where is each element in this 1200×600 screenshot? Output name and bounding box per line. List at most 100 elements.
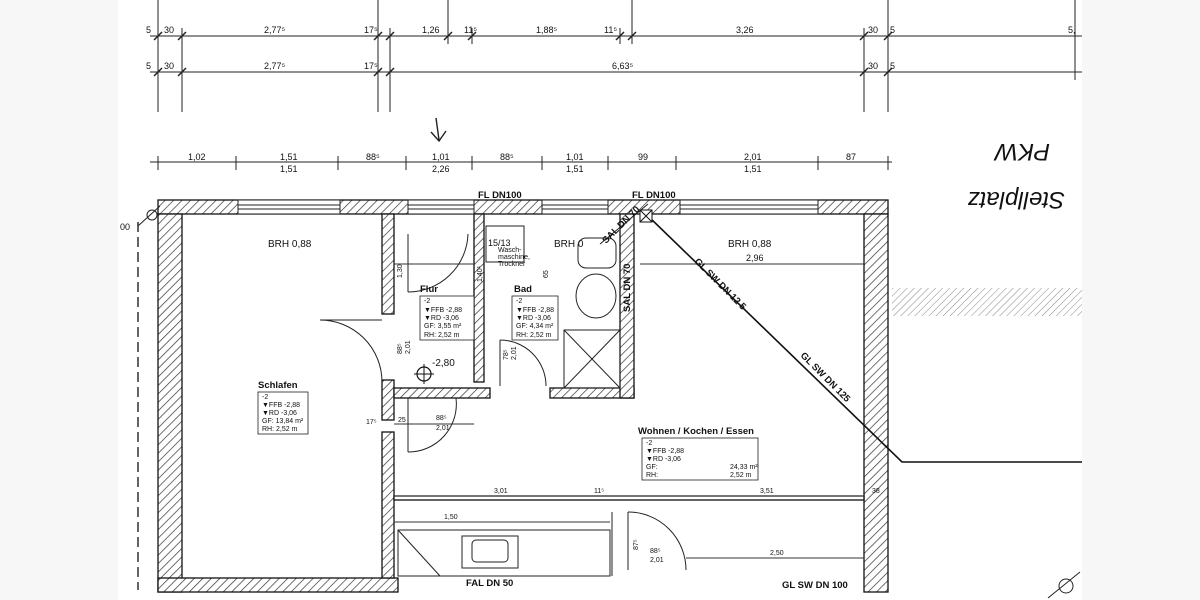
dim-r1-175: 17⁵ bbox=[364, 25, 378, 35]
dim-r1-5b: 5 bbox=[890, 25, 895, 35]
dim-r1-1885: 1,88⁵ bbox=[536, 25, 558, 35]
schlafen-line-0: -2 bbox=[262, 394, 268, 401]
diag-left bbox=[137, 205, 161, 227]
dim-250: 2,50 bbox=[770, 550, 784, 557]
dim-r3-99: 99 bbox=[638, 152, 648, 162]
label-brh-right: BRH 0,88 bbox=[728, 239, 772, 250]
bathroom-fixtures bbox=[485, 225, 621, 389]
shaft-cross bbox=[639, 209, 653, 223]
schlafen-line-4: RH: 2,52 m bbox=[262, 426, 298, 433]
dim-r2-30: 30 bbox=[164, 61, 174, 71]
dim-flur-1401: 1,40¹ bbox=[477, 265, 484, 282]
wohnen-line-0: -2 bbox=[646, 440, 652, 447]
dim-level: -2,80 bbox=[432, 358, 455, 369]
dim-r3-885: 88⁵ bbox=[366, 152, 380, 162]
wohnen-line-3: GF: bbox=[646, 464, 658, 471]
dim-r3-102: 1,02 bbox=[188, 152, 206, 162]
label-fl-dn100-b: FL DN100 bbox=[632, 190, 676, 201]
dim-r1-115b: 11⁵ bbox=[604, 25, 617, 35]
handwritten-pkw: PKW bbox=[993, 138, 1050, 165]
dim-r3-101b: 1,01 bbox=[566, 152, 584, 162]
dim-r2-5: 5 bbox=[146, 61, 151, 71]
dim-r3-101: 1,01 bbox=[432, 152, 450, 162]
bad-line-4: RH: 2,52 m bbox=[516, 332, 552, 339]
dim-875: 87⁵ bbox=[633, 539, 640, 550]
dim-bad-65: 65 bbox=[543, 270, 550, 278]
dim-8853: 88⁵ bbox=[650, 548, 661, 555]
flur-line-4: RH: 2,52 m bbox=[424, 332, 460, 339]
wohnen-line-4: RH: bbox=[646, 472, 658, 479]
room-box-wohnen: -2 ▼FFB -2,88 ▼RD -3,06 GF: RH: 24,33 m²… bbox=[641, 437, 759, 481]
door-swings bbox=[319, 233, 687, 571]
wohnen-line-1: ▼FFB -2,88 bbox=[646, 448, 684, 455]
dim-2013: 2,01 bbox=[650, 557, 664, 564]
wohnen-line-2: ▼RD -3,06 bbox=[646, 456, 681, 463]
dim-r1-5: 5 bbox=[146, 25, 151, 35]
dim-38: 38 bbox=[872, 488, 880, 495]
bad-line-1: ▼FFB -2,88 bbox=[516, 307, 554, 314]
dim-r3b-151c: 1,51 bbox=[744, 164, 762, 174]
wohnen-value-gf: 24,33 m² bbox=[730, 464, 758, 471]
pipe-marker-diag bbox=[1047, 571, 1081, 599]
dim-r3-87: 87 bbox=[846, 152, 856, 162]
room-name-wohnen: Wohnen / Kochen / Essen bbox=[638, 426, 754, 437]
label-waschmaschine: Wasch-maschine,Trockner bbox=[498, 247, 530, 268]
dim-door-201: 2,01 bbox=[405, 340, 412, 354]
dim-r2-175: 17⁵ bbox=[364, 61, 378, 71]
dim-r2-6635: 6,63⁵ bbox=[612, 61, 634, 71]
schlafen-line-3: GF: 13,84 m² bbox=[262, 418, 304, 425]
room-name-bad: Bad bbox=[514, 284, 532, 295]
flur-line-0: -2 bbox=[424, 298, 430, 305]
dim-r1-326: 3,26 bbox=[736, 25, 754, 35]
bad-line-2: ▼RD -3,06 bbox=[516, 315, 551, 322]
label-296: 2,96 bbox=[746, 253, 764, 263]
pipe-marker-bottom-right bbox=[1058, 578, 1074, 594]
dim-r3b-151: 1,51 bbox=[280, 164, 298, 174]
flur-line-2: ▼RD -3,06 bbox=[424, 315, 459, 322]
parking-strip bbox=[892, 288, 1082, 316]
label-1513: 15/13 bbox=[488, 238, 511, 248]
dim-r3b-226: 2,26 bbox=[432, 164, 450, 174]
wohnen-value-rh: 2,52 m bbox=[730, 472, 752, 479]
label-gl-sw-1: GL SW DN 12 5 bbox=[692, 256, 749, 313]
dim-r1-30: 30 bbox=[164, 25, 174, 35]
dim-r3-151: 1,51 bbox=[280, 152, 298, 162]
dim-r1-126: 1,26 bbox=[422, 25, 440, 35]
dim-r2-30b: 30 bbox=[868, 61, 878, 71]
windows bbox=[237, 199, 819, 215]
room-name-schlafen: Schlafen bbox=[258, 380, 298, 391]
dim-301: 3,01 bbox=[494, 488, 508, 495]
room-box-schlafen: -2 ▼FFB -2,88 ▼RD -3,06 GF: 13,84 m² RH:… bbox=[257, 391, 309, 435]
dim-r1-277: 2,77⁵ bbox=[264, 25, 286, 35]
dim-r2-277: 2,77⁵ bbox=[264, 61, 286, 71]
dim-r3b-151b: 1,51 bbox=[566, 164, 584, 174]
dim-2012: 2,01 bbox=[511, 346, 518, 360]
label-brh-mid: BRH 0 bbox=[554, 239, 584, 250]
label-gl-sw-2: GL SW DN 125 bbox=[798, 350, 853, 405]
schlafen-line-2: ▼RD -3,06 bbox=[262, 410, 297, 417]
dim-r3-885b: 88⁵ bbox=[500, 152, 514, 162]
dim-r1-115a: 11⁵ bbox=[464, 25, 477, 35]
dim-2015: 2,01 bbox=[436, 425, 450, 432]
bad-line-3: GF: 4,34 m² bbox=[516, 323, 554, 330]
dim-r1-5c: 5, bbox=[1068, 25, 1076, 35]
flur-line-3: GF: 3,55 m² bbox=[424, 323, 462, 330]
dimension-ticks bbox=[153, 31, 893, 77]
dim-175: 17⁵ bbox=[366, 419, 377, 426]
label-brh-left: BRH 0,88 bbox=[268, 239, 312, 250]
dim-r2-5b: 5 bbox=[890, 61, 895, 71]
room-box-bad: -2 ▼FFB -2,88 ▼RD -3,06 GF: 4,34 m² RH: … bbox=[511, 295, 559, 341]
dim-785: 78⁵ bbox=[503, 349, 510, 360]
interior-dimension-lines bbox=[394, 263, 864, 559]
dim-r1-30b: 30 bbox=[868, 25, 878, 35]
floor-drain-cross bbox=[414, 364, 434, 384]
room-box-flur: -2 ▼FFB -2,88 ▼RD -3,06 GF: 3,55 m² RH: … bbox=[419, 295, 475, 341]
sewer-pipe-line bbox=[647, 215, 1082, 463]
arrow-down-icon bbox=[430, 117, 447, 143]
label-fl-dn100-a: FL DN100 bbox=[478, 190, 522, 201]
room-name-flur: Flur bbox=[420, 284, 438, 295]
dim-115: 11⁵ bbox=[594, 488, 604, 495]
kitchen-counter bbox=[397, 512, 613, 577]
dim-flur-130: 1,30 bbox=[397, 264, 404, 278]
